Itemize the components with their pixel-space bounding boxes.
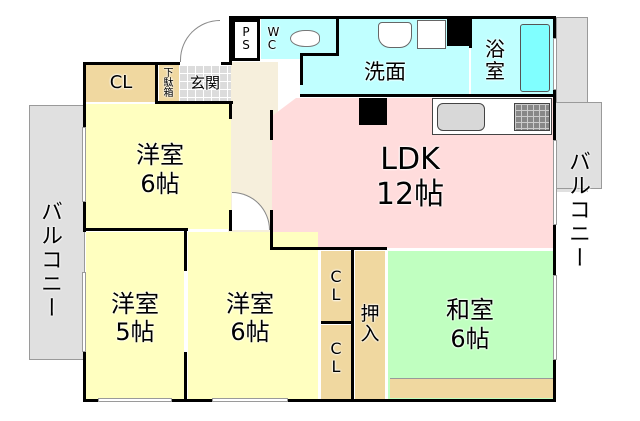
kitchen-sink-icon (437, 103, 485, 131)
western-room-3 (188, 232, 318, 400)
shoe-box (159, 65, 179, 102)
window (212, 398, 288, 402)
wall (155, 62, 158, 104)
japanese-room (388, 251, 553, 400)
western-room-3-size: 6帖 (230, 318, 270, 346)
japanese-room-name: 和室 (446, 296, 494, 324)
window (553, 275, 557, 360)
bathroom-label: 浴室 (485, 37, 505, 83)
entrance-label: 玄関 (189, 74, 220, 92)
wall (300, 53, 303, 85)
ldk-name: LDK (380, 142, 440, 177)
sink-icon (378, 22, 412, 48)
wall (184, 352, 187, 402)
wall (288, 399, 556, 402)
entrance (179, 65, 231, 102)
washroom-label: 洗面 (364, 60, 406, 84)
ldk-size: 12帖 (375, 177, 445, 212)
wall (469, 16, 472, 48)
closet-mid-2 (321, 325, 351, 400)
wall (172, 399, 212, 402)
shoe-box-label: 下駄箱 (161, 67, 172, 97)
washroom-lower (300, 59, 469, 95)
western-room-1 (86, 104, 231, 229)
balcony-left-label: バルコニー (37, 200, 62, 320)
wall (300, 53, 339, 56)
wall (83, 228, 188, 231)
oshiire-label: 押入 (360, 303, 380, 345)
wall (83, 62, 180, 65)
window (82, 127, 86, 202)
balcony-right-label: バルコニー (565, 150, 590, 270)
pipe-space (232, 19, 260, 61)
toilet-label: WC (267, 25, 280, 53)
wall (336, 16, 339, 54)
closet-mid-1-label: CL (330, 267, 342, 304)
window (98, 398, 172, 402)
balcony-left (29, 105, 85, 360)
oshiire (355, 251, 385, 400)
wall (155, 101, 233, 104)
column (447, 19, 469, 46)
western-room-3-name: 洋室 (226, 290, 274, 318)
wall (321, 321, 352, 324)
ldk-column (359, 98, 387, 125)
wall (229, 16, 232, 63)
western-room-2-name: 洋室 (111, 290, 159, 318)
wall (83, 399, 98, 402)
closet-top-label: CL (109, 72, 133, 93)
wall (184, 231, 187, 271)
closet-mid-2-label: CL (330, 339, 342, 376)
wall (270, 247, 352, 250)
wall (270, 110, 273, 140)
wall (300, 94, 556, 97)
balcony-right-lower (556, 102, 602, 189)
wall (553, 16, 556, 38)
wall (229, 210, 232, 231)
stove-icon (514, 103, 550, 131)
pipe-space-label: PS (242, 25, 250, 53)
wall (352, 247, 387, 250)
window (553, 140, 557, 225)
western-room-2-size: 5帖 (115, 318, 155, 346)
wall (553, 90, 556, 140)
wall (221, 62, 232, 65)
closet-mid-1 (321, 251, 351, 321)
western-room-1-size: 6帖 (140, 170, 180, 198)
wall (270, 210, 273, 250)
japanese-room-size: 6帖 (450, 325, 490, 353)
tokonoma (390, 378, 553, 398)
washer-pan-icon (417, 20, 446, 49)
wall (83, 62, 86, 127)
closet-top (86, 65, 156, 102)
entrance-door-swing (180, 20, 220, 62)
window (553, 38, 557, 90)
western-room-1-name: 洋室 (136, 141, 184, 169)
wall (229, 101, 232, 119)
wall (553, 360, 556, 402)
toilet-bowl-icon (290, 30, 320, 47)
western-room-2 (86, 232, 184, 400)
wall (351, 250, 354, 402)
bathtub-icon (520, 24, 550, 92)
wall (83, 202, 86, 232)
window (82, 272, 86, 352)
wall (83, 352, 86, 402)
wall (229, 16, 556, 19)
wall (553, 225, 556, 275)
